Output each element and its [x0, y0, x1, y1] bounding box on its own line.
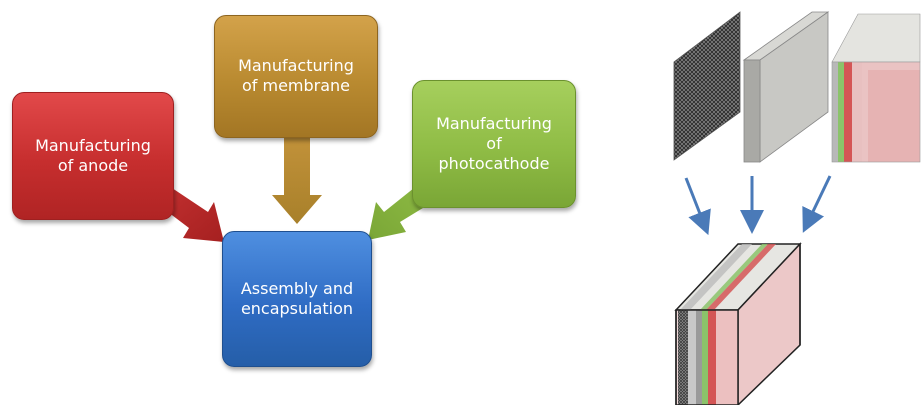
anode-box: Manufacturing of anode [12, 92, 174, 220]
photocathode-stack [831, 13, 921, 163]
membrane-box: Manufacturing of membrane [214, 15, 378, 138]
arrow-membrane-to-assembly [272, 136, 322, 224]
arrow-anode-down [684, 177, 711, 236]
photocathode-label: Manufacturing of photocathode [436, 114, 552, 173]
membrane-label: Manufacturing of membrane [238, 56, 354, 95]
assembly-label: Assembly and encapsulation [240, 279, 354, 318]
anode-label: Manufacturing of anode [35, 136, 151, 175]
assembly-box: Assembly and encapsulation [222, 231, 372, 367]
assembled-cell [674, 242, 802, 405]
membrane-slab [742, 11, 830, 163]
arrow-photocathode-down [802, 175, 832, 233]
anode-mesh-sheet [673, 11, 741, 161]
arrow-anode-to-assembly [160, 188, 224, 242]
photocathode-box: Manufacturing of photocathode [412, 80, 576, 208]
